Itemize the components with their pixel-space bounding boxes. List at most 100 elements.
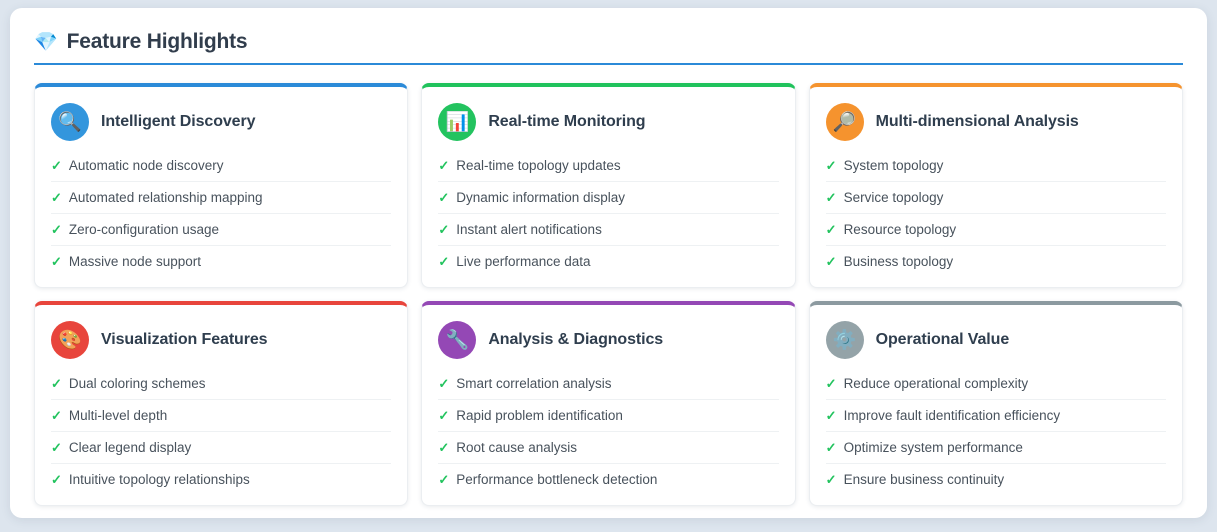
list-item-label: Dynamic information display [456, 190, 626, 205]
feature-list: ✓ Reduce operational complexity ✓ Improve f… [825, 368, 1166, 495]
gem-icon: 💎 [34, 31, 58, 53]
gear-icon: ⚙️ [825, 321, 864, 359]
card-header: 🎨 Visualization Features [51, 317, 391, 368]
list-item-label: Service topology [843, 190, 944, 205]
check-icon: ✓ [438, 158, 450, 173]
list-item-label: System topology [843, 158, 944, 173]
list-item-label: Optimize system performance [843, 440, 1023, 455]
check-icon: ✓ [825, 254, 837, 269]
check-icon: ✓ [51, 222, 62, 237]
list-item-label: Massive node support [68, 254, 201, 269]
list-item: ✓ Clear legend display [51, 432, 392, 464]
list-item: ✓ Reduce operational complexity [825, 368, 1166, 400]
list-item-label: Instant alert notifications [456, 222, 602, 237]
list-item-label: Ensure business continuity [843, 472, 1005, 487]
check-icon: ✓ [825, 472, 837, 487]
list-item-label: Dual coloring schemes [68, 376, 206, 391]
feature-card[interactable]: ⚙️ Operational Value ✓ Reduce operational c… [808, 301, 1183, 506]
list-item-label: Live performance data [456, 254, 591, 269]
list-item-label: Clear legend display [68, 440, 192, 455]
check-icon: ✓ [438, 376, 450, 391]
list-item: ✓ Root cause analysis [438, 432, 779, 464]
list-item: ✓ Rapid problem identification [438, 400, 779, 432]
list-item: ✓ Improve fault identification efficiency [825, 400, 1166, 432]
list-item: ✓Smart correlation analysis [438, 368, 779, 400]
check-icon: ✓ [825, 190, 837, 205]
card-header: 📊 Real-time Monitoring [438, 99, 778, 150]
magnifier-tilted-icon: 🔎 [825, 103, 864, 141]
list-item: ✓ Automated relationship mapping [51, 182, 392, 214]
check-icon: ✓ [51, 408, 62, 423]
feature-card-grid: 🔍 Intelligent Discovery ✓ Automatic node di… [34, 83, 1183, 506]
check-icon: ✓ [51, 440, 62, 455]
list-item: ✓ Automatic node discovery [51, 150, 392, 182]
card-title: Real-time Monitoring [488, 113, 646, 130]
check-icon: ✓ [51, 254, 62, 269]
card-title: Operational Value [875, 331, 1010, 348]
list-item-label: Resource topology [843, 222, 957, 237]
list-item-label: Automated relationship mapping [68, 190, 263, 205]
check-icon: ✓ [438, 190, 450, 205]
card-title: Intelligent Discovery [101, 113, 256, 130]
feature-list: ✓Smart correlation analysis✓Rapid proble… [438, 368, 779, 495]
feature-card[interactable]: 🔍 Intelligent Discovery ✓ Automatic node di… [34, 83, 409, 288]
check-icon: ✓ [51, 376, 62, 391]
list-item: ✓Optimize system performance [825, 432, 1166, 464]
card-title: Visualization Features [101, 331, 268, 348]
check-icon: ✓ [438, 440, 450, 455]
list-item-label: Rapid problem identification [456, 408, 623, 423]
list-item: ✓ Multi-level depth [51, 400, 392, 432]
list-item-label: Real-time topology updates [456, 158, 621, 173]
list-item: ✓ Service topology [825, 182, 1166, 214]
list-item: ✓Live performance data [438, 246, 778, 277]
list-item-label: Root cause analysis [456, 440, 578, 455]
list-item: ✓ Ensure business continuity [826, 464, 1166, 495]
check-icon: ✓ [51, 190, 62, 205]
list-item-label: Performance bottleneck detection [456, 472, 658, 487]
magnifier-icon: 🔍 [51, 103, 89, 141]
feature-list: ✓ Real-time topology updates ✓ Dynamic info… [438, 150, 779, 277]
feature-list: ✓ System topology ✓ Service topology ✓ Resour… [825, 150, 1166, 277]
card-title: Analysis & Diagnostics [488, 331, 664, 348]
list-item-label: Automatic node discovery [68, 158, 224, 173]
check-icon: ✓ [825, 376, 837, 391]
list-item: ✓ Intuitive topology relationships [51, 464, 391, 495]
list-item: ✓ Resource topology [825, 214, 1166, 246]
check-icon: ✓ [825, 408, 837, 423]
list-item-label: Reduce operational complexity [843, 376, 1029, 391]
list-item: ✓ System topology [825, 150, 1166, 182]
card-header: 🔍 Intelligent Discovery [51, 99, 391, 150]
check-icon: ✓ [438, 222, 450, 237]
bar-chart-icon: 📊 [438, 103, 477, 141]
check-icon: ✓ [825, 222, 837, 237]
feature-highlights-panel: 💎 Feature Highlights 🔍 Intelligent Discov… [10, 8, 1207, 518]
list-item: ✓ Real-time topology updates [438, 150, 779, 182]
feature-card[interactable]: 🔎 Multi-dimensional Analysis ✓ System topol… [808, 83, 1183, 288]
card-header: ⚙️ Operational Value [825, 317, 1166, 368]
card-header: 🔎 Multi-dimensional Analysis [825, 99, 1166, 150]
list-item: ✓ Massive node support [51, 246, 391, 277]
feature-card[interactable]: 🔧Analysis & Diagnostics✓Smart correlatio… [421, 301, 796, 506]
page-title: Feature Highlights [66, 30, 248, 53]
card-header: 🔧Analysis & Diagnostics [438, 317, 778, 368]
list-item: ✓Performance bottleneck detection [438, 464, 778, 495]
list-item-label: Multi-level depth [68, 408, 168, 423]
feature-list: ✓ Dual coloring schemes ✓ Multi-level depth… [51, 368, 392, 495]
feature-card[interactable]: 📊 Real-time Monitoring ✓ Real-time topology… [421, 83, 796, 288]
check-icon: ✓ [51, 158, 62, 173]
list-item-label: Improve fault identification efficiency [843, 408, 1061, 423]
list-item: ✓ Instant alert notifications [438, 214, 779, 246]
feature-list: ✓ Automatic node discovery ✓ Automated rela… [51, 150, 392, 277]
list-item: ✓Zero-configuration usage [51, 214, 392, 246]
check-icon: ✓ [438, 408, 450, 423]
feature-card[interactable]: 🎨 Visualization Features ✓ Dual coloring sc… [34, 301, 409, 506]
header-divider [34, 63, 1183, 65]
palette-icon: 🎨 [51, 321, 89, 359]
list-item-label: Intuitive topology relationships [68, 472, 250, 487]
check-icon: ✓ [51, 472, 62, 487]
check-icon: ✓ [825, 158, 837, 173]
list-item: ✓ Dynamic information display [438, 182, 779, 214]
card-title: Multi-dimensional Analysis [875, 113, 1079, 130]
list-item: ✓ Dual coloring schemes [51, 368, 392, 400]
list-item: ✓Business topology [826, 246, 1166, 277]
